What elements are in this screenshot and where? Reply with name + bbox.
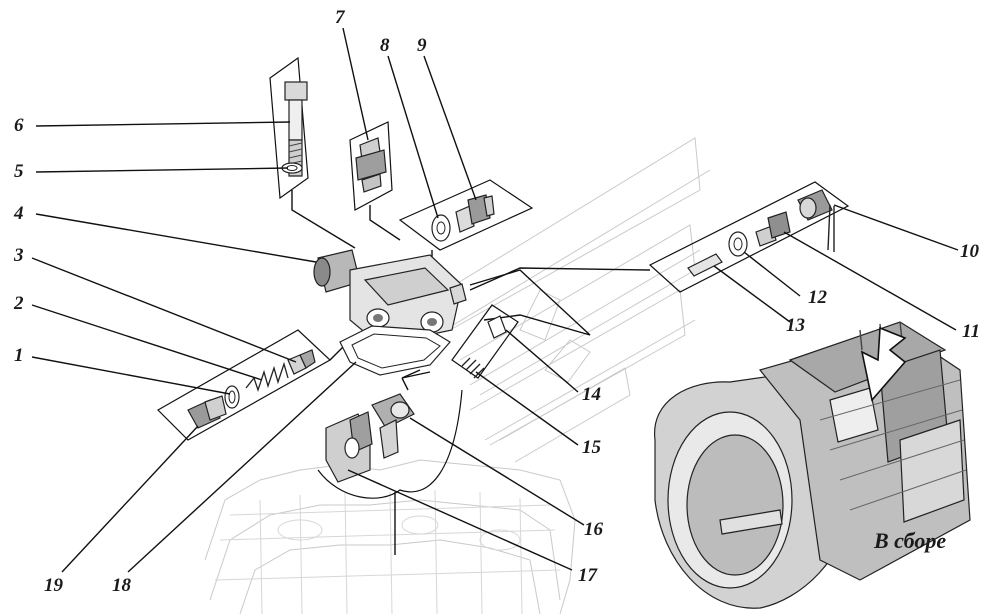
callout-18: 18 [112,575,131,596]
leader-7 [342,27,369,141]
callout-6: 6 [14,115,24,136]
leader-2 [31,304,263,381]
leader-6 [35,121,291,127]
leader-3 [31,257,297,363]
part-15-detent-spring [461,357,485,379]
assembled-caption: В сборе [874,528,947,553]
part-13-key [687,253,723,277]
part-3-plunger [287,349,316,375]
leader-14 [505,329,579,393]
background-housing-ghost [204,459,576,614]
bracket-detent-group [451,304,519,379]
bracket-breather-group [349,121,393,211]
leader-18 [127,361,357,573]
callout-10: 10 [960,241,979,262]
callout-4: 4 [14,203,24,224]
part-18-gasket [339,325,451,376]
part-6-bolt [284,81,308,177]
leader-17 [347,469,573,571]
leader-1 [31,356,231,395]
part-16-shift-finger [371,393,415,459]
bracket-bolt-group [269,56,309,200]
assembled-gearbox-illustration [654,321,971,609]
leader-16 [409,417,585,526]
leader-12 [743,251,801,297]
part-1-ring [224,385,240,409]
bracket-fork-group [317,389,463,499]
leader-19 [61,425,199,573]
callout-13: 13 [786,315,805,336]
assembly-brackets [157,56,850,555]
part-19-plug [187,395,227,429]
leader-11 [783,231,957,331]
leader-10 [833,204,959,251]
pointing-arrow [860,326,907,402]
part-10-connector [797,189,835,252]
callout-7: 7 [335,7,345,28]
callout-1: 1 [14,345,24,366]
assembly-arrow [401,369,431,391]
part-17-fork-bracket [325,411,373,483]
leader-8 [387,55,439,219]
callout-3: 3 [14,245,24,266]
leader-13 [713,265,791,323]
part-2-spring [245,361,289,393]
callout-2: 2 [14,293,24,314]
leader-lines [31,27,959,573]
bracket-sensor-group [648,181,850,293]
callout-8: 8 [380,35,390,56]
callout-12: 12 [808,287,827,308]
callout-17: 17 [578,565,597,586]
leader-4 [35,213,317,263]
bracket-switch-group [398,179,534,251]
leader-9 [423,55,477,201]
part-8-washer [431,214,451,242]
part-12-washer [728,231,748,257]
part-11-sensor [755,211,791,247]
callout-11: 11 [962,321,980,342]
callout-5: 5 [14,161,24,182]
part-14-detent-plate [487,315,507,339]
part-7-breather [355,137,387,193]
callout-9: 9 [417,35,427,56]
leader-5 [35,167,289,173]
part-9-switch [455,194,495,233]
callout-19: 19 [44,575,63,596]
leader-15 [475,371,579,446]
callout-14: 14 [582,384,601,405]
callout-16: 16 [584,519,603,540]
callout-15: 15 [582,437,601,458]
